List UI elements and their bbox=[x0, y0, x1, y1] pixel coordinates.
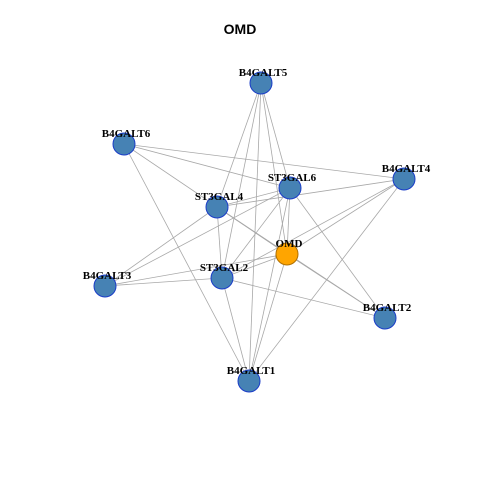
edge-b4galt6-st3gal6 bbox=[123, 143, 291, 189]
node-label-b4galt3: B4GALT3 bbox=[83, 270, 132, 282]
edge-st3gal4-b4galt3 bbox=[104, 206, 218, 287]
node-b4galt6 bbox=[112, 132, 136, 156]
edge-st3gal2-b4galt1 bbox=[221, 277, 250, 382]
edge-st3gal2-b4galt2 bbox=[221, 277, 386, 319]
edge-omd-st3gal2 bbox=[221, 253, 288, 279]
edge-st3gal4-st3gal2 bbox=[216, 206, 223, 279]
edge-b4galt6-b4galt4 bbox=[123, 143, 405, 180]
edge-b4galt6-b4galt1 bbox=[123, 143, 250, 382]
node-b4galt5 bbox=[249, 71, 273, 95]
node-b4galt4 bbox=[392, 167, 416, 191]
node-st3gal6 bbox=[278, 176, 302, 200]
edge-b4galt5-st3gal2 bbox=[221, 82, 262, 279]
node-b4galt3 bbox=[93, 274, 117, 298]
edge-st3gal6-b4galt1 bbox=[248, 187, 291, 382]
edge-b4galt5-st3gal4 bbox=[216, 82, 262, 208]
node-label-b4galt6: B4GALT6 bbox=[102, 128, 151, 140]
node-b4galt2 bbox=[373, 306, 397, 330]
node-label-omd: OMD bbox=[276, 238, 303, 250]
edge-st3gal6-b4galt2 bbox=[289, 187, 386, 319]
edge-b4galt5-omd bbox=[260, 82, 288, 255]
graph-title: OMD bbox=[223, 21, 257, 37]
node-label-st3gal4: ST3GAL4 bbox=[195, 191, 244, 203]
node-b4galt1 bbox=[237, 369, 261, 393]
edge-omd-b4galt2 bbox=[286, 253, 386, 319]
node-label-st3gal6: ST3GAL6 bbox=[268, 172, 317, 184]
edge-omd-b4galt1 bbox=[248, 253, 288, 382]
node-layer bbox=[93, 71, 416, 393]
node-label-b4galt4: B4GALT4 bbox=[382, 163, 431, 175]
edge-b4galt4-st3gal2 bbox=[221, 178, 405, 279]
edge-omd-b4galt3 bbox=[104, 253, 288, 287]
node-omd bbox=[275, 242, 299, 266]
edge-b4galt4-st3gal4 bbox=[216, 178, 405, 208]
node-label-b4galt1: B4GALT1 bbox=[227, 365, 276, 377]
edge-st3gal6-st3gal4 bbox=[216, 187, 291, 208]
node-label-st3gal2: ST3GAL2 bbox=[200, 262, 249, 274]
edge-st3gal2-b4galt3 bbox=[104, 277, 223, 287]
node-label-b4galt5: B4GALT5 bbox=[239, 67, 288, 79]
node-st3gal2 bbox=[210, 266, 234, 290]
edge-b4galt5-st3gal6 bbox=[260, 82, 291, 189]
edge-b4galt4-omd bbox=[286, 178, 405, 255]
edge-st3gal6-b4galt3 bbox=[104, 187, 291, 287]
node-label-b4galt2: B4GALT2 bbox=[363, 302, 412, 314]
node-st3gal4 bbox=[205, 195, 229, 219]
